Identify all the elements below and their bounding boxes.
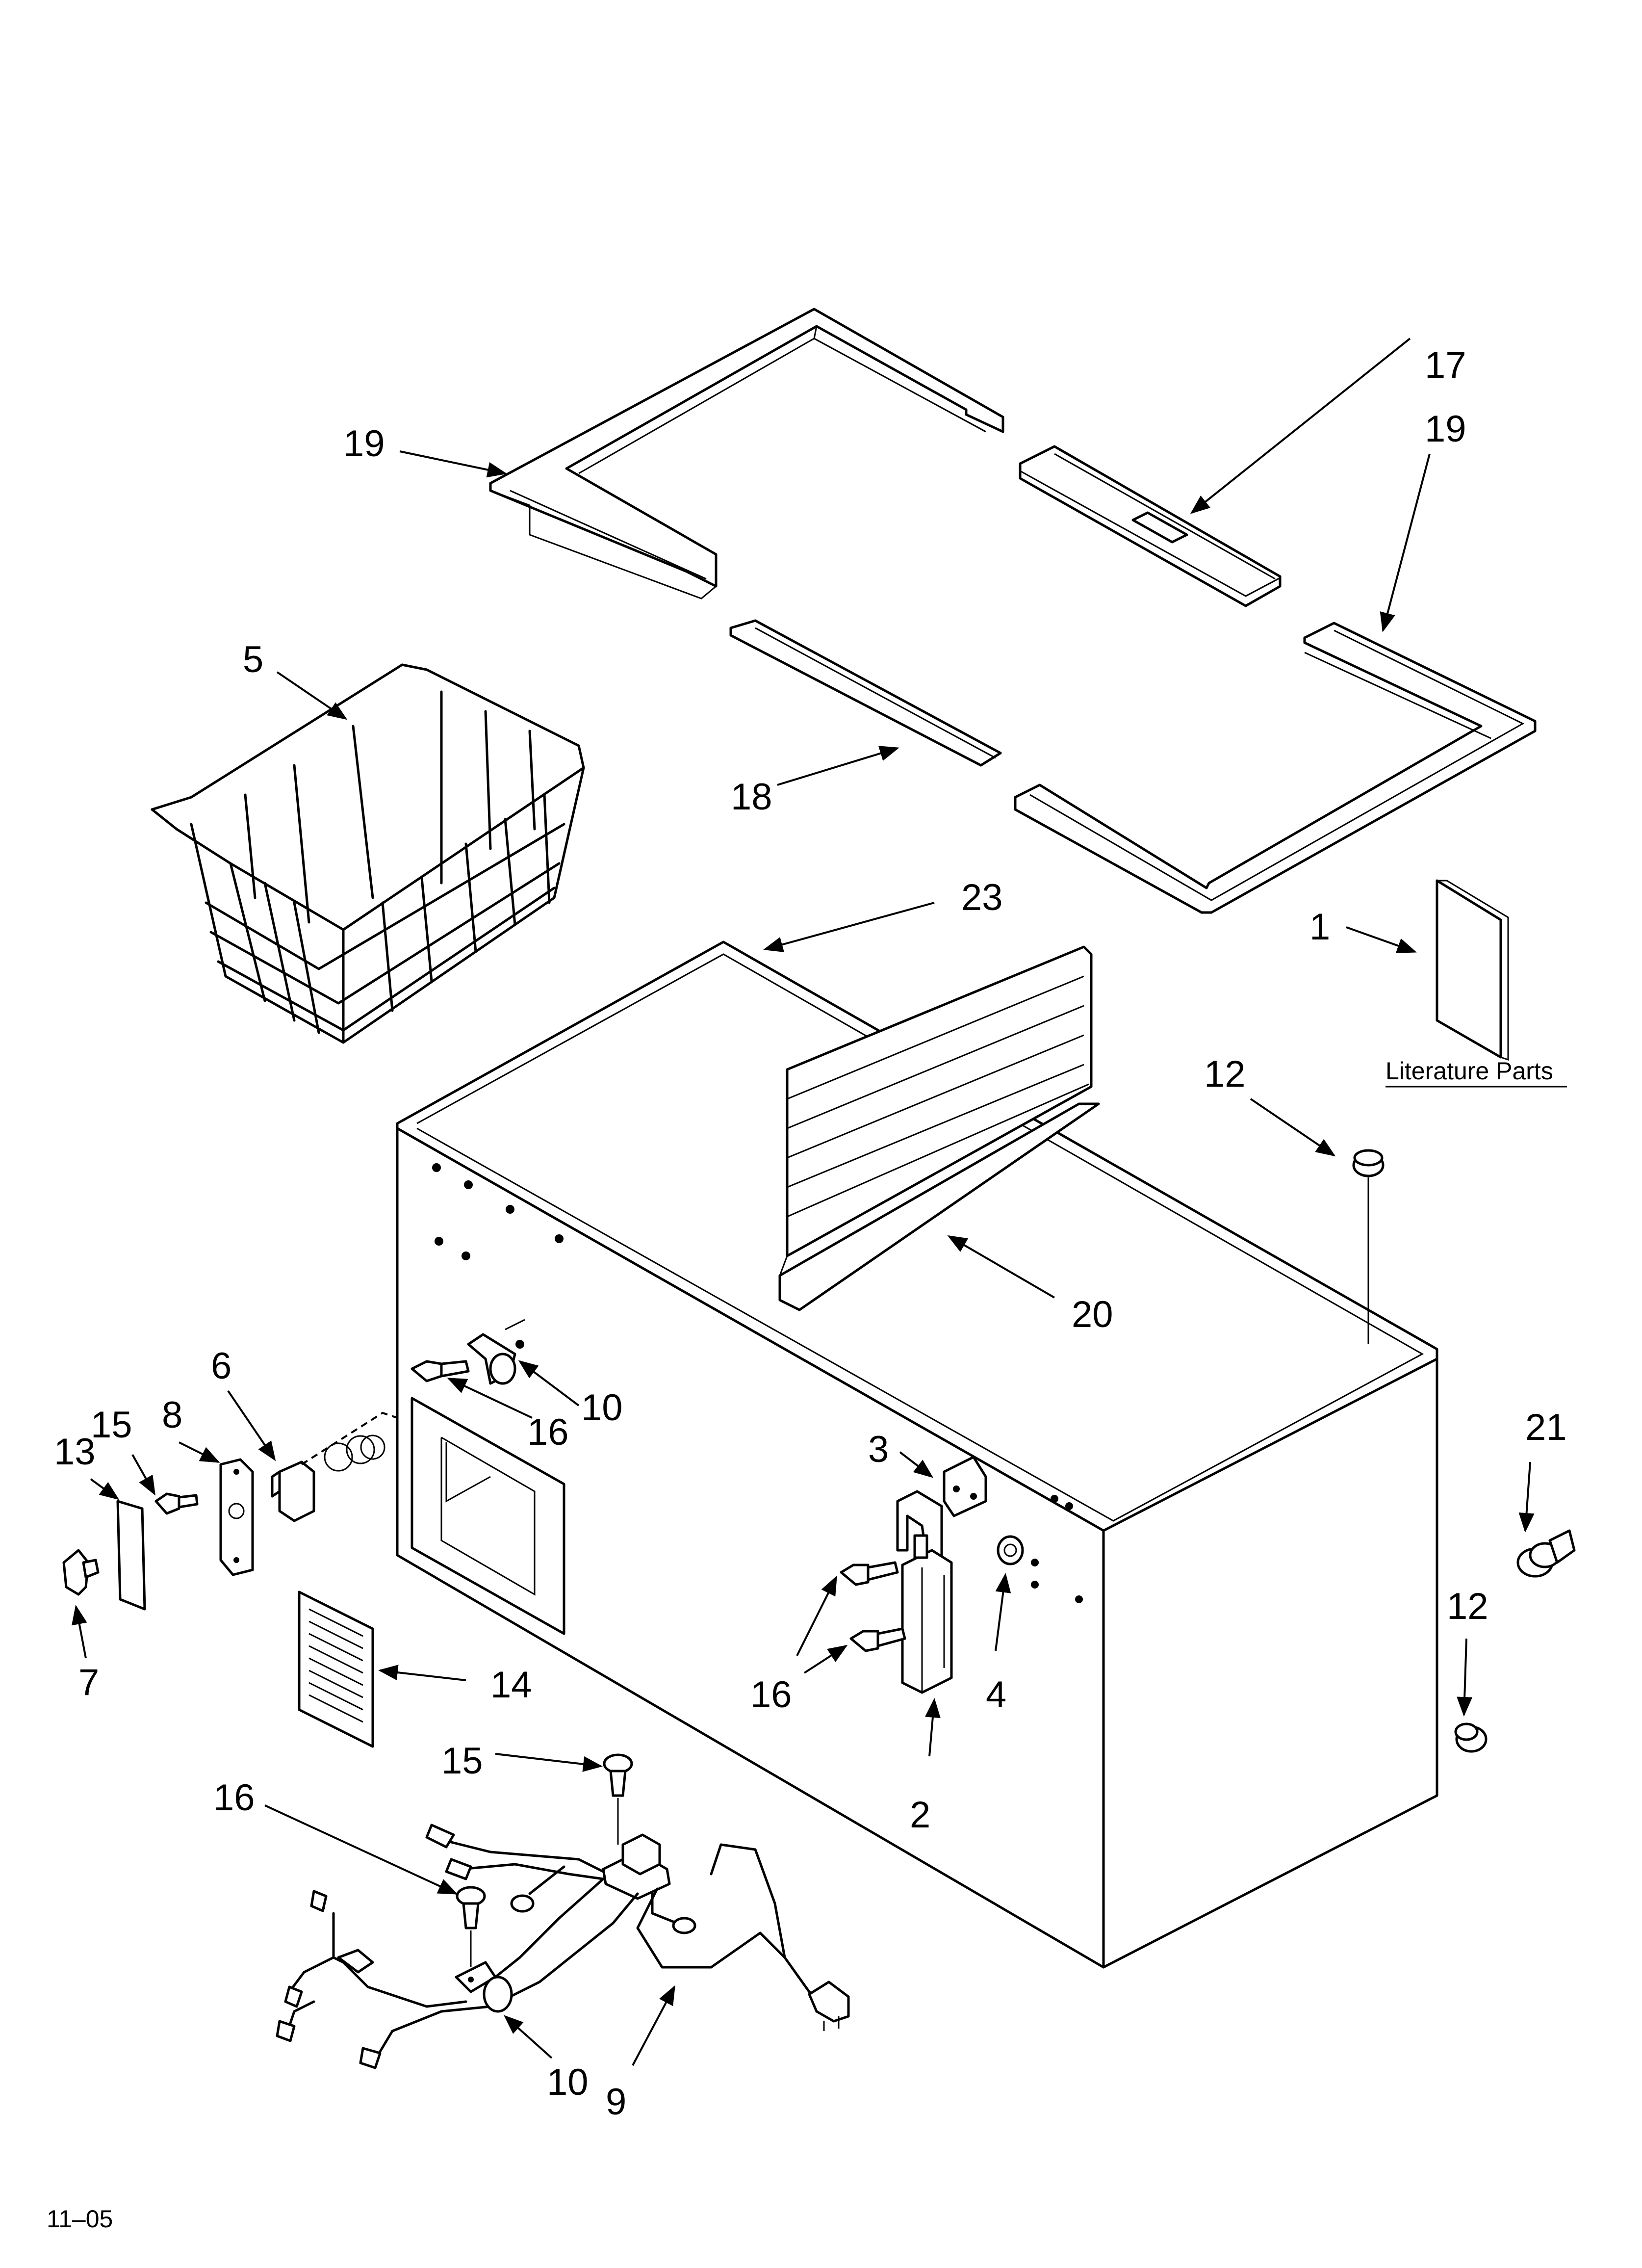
callout-21: 21 (1525, 1407, 1567, 1448)
callout-3: 3 (868, 1429, 889, 1470)
callout-19-left: 19 (343, 423, 385, 465)
lid-frame-left (489, 308, 1004, 600)
callout-10-upper: 10 (581, 1387, 623, 1429)
harness-ground-screw (456, 1886, 486, 1929)
thermostat (271, 1434, 385, 1522)
callout-8: 8 (162, 1394, 182, 1436)
cabinet-holes (432, 1163, 1083, 1603)
leveling-leg-bottom (1454, 1722, 1488, 1753)
callout-6: 6 (211, 1345, 231, 1387)
callout-16-hinge: 16 (750, 1674, 792, 1716)
callout-18: 18 (731, 776, 772, 818)
callout-2: 2 (910, 1794, 930, 1836)
callout-23: 23 (961, 877, 1003, 918)
callout-1: 1 (1309, 906, 1330, 948)
callout-9: 9 (606, 2081, 626, 2123)
lid-divider-top (1019, 445, 1282, 607)
literature-parts-label: Literature Parts (1385, 1057, 1553, 1085)
wiring-harness (276, 1753, 850, 2069)
callout-17: 17 (1425, 344, 1466, 386)
callout-16-harness: 16 (213, 1777, 255, 1819)
callout-20: 20 (1072, 1294, 1113, 1335)
ground-screw-upper (410, 1360, 470, 1382)
callout-13: 13 (54, 1431, 96, 1473)
callout-15-harness: 15 (441, 1740, 483, 1782)
freezer-cabinet (396, 940, 1438, 1969)
harness-screw (603, 1753, 633, 1797)
lid-hinge (896, 1456, 987, 1694)
callout-12-top: 12 (1204, 1053, 1246, 1095)
callout-4: 4 (986, 1674, 1006, 1716)
callout-14: 14 (490, 1664, 532, 1706)
leader-lines (72, 338, 1535, 2066)
hinge-nut (997, 1535, 1024, 1565)
lid-frame-right (1014, 622, 1537, 914)
callout-15-left: 15 (91, 1404, 132, 1446)
basket-divider (778, 945, 1100, 1311)
callout-7: 7 (78, 1662, 99, 1703)
thermostat-screw (154, 1492, 199, 1515)
date-code: 11–05 (47, 2205, 113, 2233)
thermostat-bracket (219, 1458, 254, 1576)
callout-10-lower: 10 (547, 2061, 589, 2103)
thermostat-label (116, 1500, 146, 1611)
literature-booklet (1436, 879, 1509, 1061)
callout-12-bottom: 12 (1447, 1586, 1488, 1627)
callout-5: 5 (243, 639, 263, 680)
callout-labels: 19 17 19 5 18 23 1 Literature Parts 12 2… (47, 344, 1567, 2233)
ground-clip-upper (467, 1319, 525, 1385)
machine-compartment-grille (298, 1590, 374, 1748)
wire-basket (151, 663, 585, 1044)
callout-19-right: 19 (1425, 408, 1466, 450)
harness-terminal-block (602, 1833, 671, 1900)
hinge-screw-upper (840, 1561, 899, 1586)
hinge-screw-lower (849, 1627, 906, 1652)
control-knob (62, 1549, 100, 1596)
harness-ground-clip (455, 1961, 513, 2013)
lid-divider-bottom (729, 619, 1002, 767)
leveling-leg-top (1352, 1149, 1385, 1177)
power-plug (808, 1981, 850, 2031)
hinge-stop (1516, 1529, 1576, 1578)
callout-16-upper: 16 (527, 1411, 569, 1453)
